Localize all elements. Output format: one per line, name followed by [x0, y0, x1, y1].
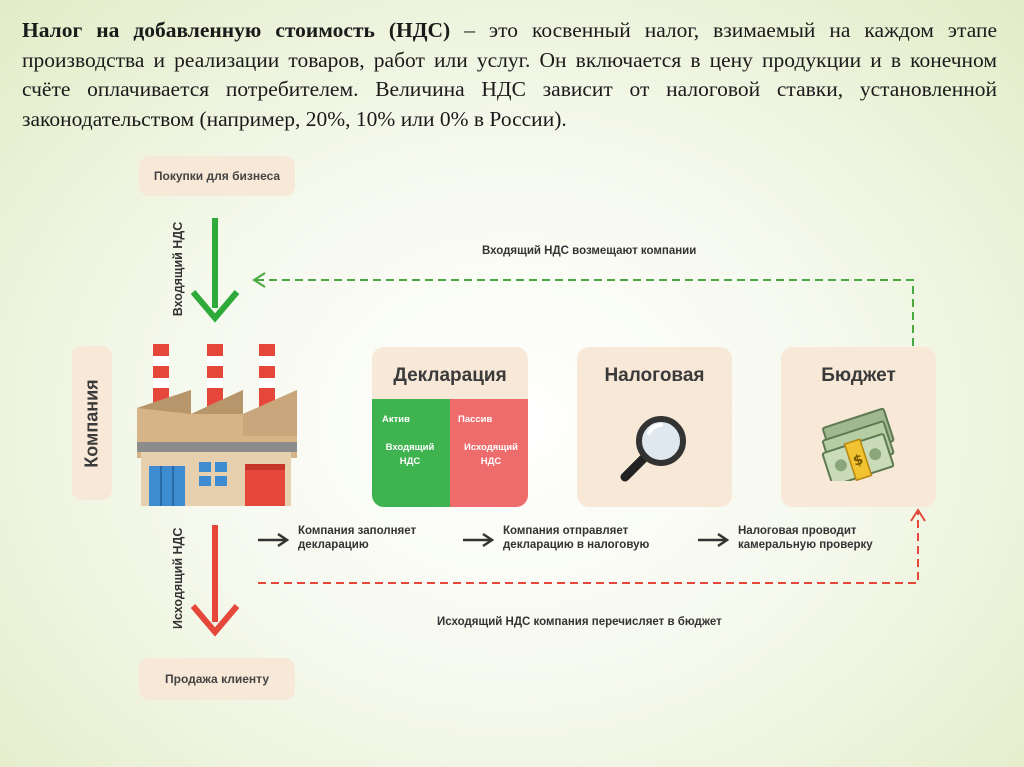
step-arrows	[258, 532, 730, 548]
step-fill-declaration: Компания заполняет декларацию	[298, 525, 417, 551]
active-title: Актив	[382, 414, 410, 425]
pay-budget-label: Исходящий НДС компания перечисляет в бюд…	[437, 616, 722, 628]
money-icon: $	[821, 407, 895, 481]
svg-text:$: $	[851, 452, 865, 470]
intro-term: Налог на добавленную стоимость (НДС)	[22, 18, 451, 42]
refund-label: Входящий НДС возмещают компании	[482, 245, 697, 257]
step-desk-audit: Налоговая проводит камеральную проверку	[738, 525, 873, 551]
tax-office-card: Налоговая	[577, 347, 732, 507]
intro-paragraph: Налог на добавленную стоимость (НДС) – э…	[22, 16, 997, 134]
magnifier-icon	[620, 416, 686, 482]
declaration-title: Декларация	[393, 365, 507, 386]
outgoing-vat-label: Исходящий НДС	[171, 527, 185, 629]
declaration-active-column: Актив Входящий НДС	[372, 399, 450, 507]
company-label: Компания	[81, 378, 102, 468]
declaration-card: Декларация Актив Входящий НДС Пассив Исх…	[372, 347, 528, 507]
budget-card: Бюджет $	[781, 347, 936, 507]
passive-title: Пассив	[458, 414, 493, 425]
refund-dashed-line	[252, 272, 914, 346]
purchases-node: Покупки для бизнеса	[139, 156, 295, 196]
budget-title: Бюджет	[821, 365, 896, 386]
incoming-vat-label: Входящий НДС	[171, 221, 185, 317]
incoming-vat-arrow	[190, 218, 240, 323]
intro-text: – это косвенный налог, взимаемый на кажд…	[22, 18, 997, 131]
sale-node: Продажа клиенту	[139, 658, 295, 700]
budget-dashed-line	[258, 508, 926, 584]
active-body: Входящий НДС	[385, 442, 435, 467]
step-send-declaration: Компания отправляет декларацию в налогов…	[503, 525, 650, 551]
outgoing-vat-arrow	[190, 525, 240, 637]
factory-icon	[137, 344, 297, 506]
declaration-passive-column: Пассив Исходящий НДС	[450, 399, 528, 507]
company-node: Компания	[72, 346, 112, 500]
tax-office-title: Налоговая	[604, 365, 705, 386]
passive-body: Исходящий НДС	[464, 442, 518, 467]
